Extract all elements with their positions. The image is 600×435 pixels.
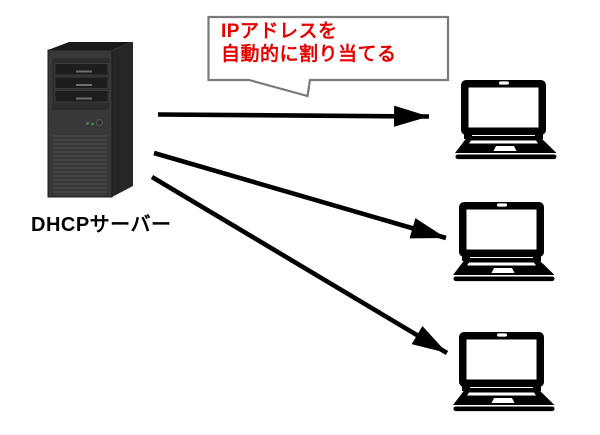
client-laptop-3-icon [453, 332, 555, 412]
client-laptop-1-icon [455, 80, 557, 160]
callout-text: IPアドレスを 自動的に割り当てる [221, 20, 397, 66]
server-drive-bays [54, 63, 109, 103]
client-laptop-2-icon [453, 202, 555, 282]
arrow-to-client-3 [150, 175, 449, 355]
server-vent-grille [53, 135, 107, 193]
dhcp-server-icon [47, 42, 133, 198]
server-label: DHCPサーバー [31, 214, 172, 236]
callout-line-1: IPアドレスを [221, 21, 338, 42]
server-power-leds [86, 119, 103, 126]
speech-bubble [207, 15, 450, 98]
arrow-to-client-2 [153, 150, 447, 241]
callout-line-2: 自動的に割り当てる [221, 44, 397, 65]
arrow-to-client-1 [157, 105, 430, 127]
